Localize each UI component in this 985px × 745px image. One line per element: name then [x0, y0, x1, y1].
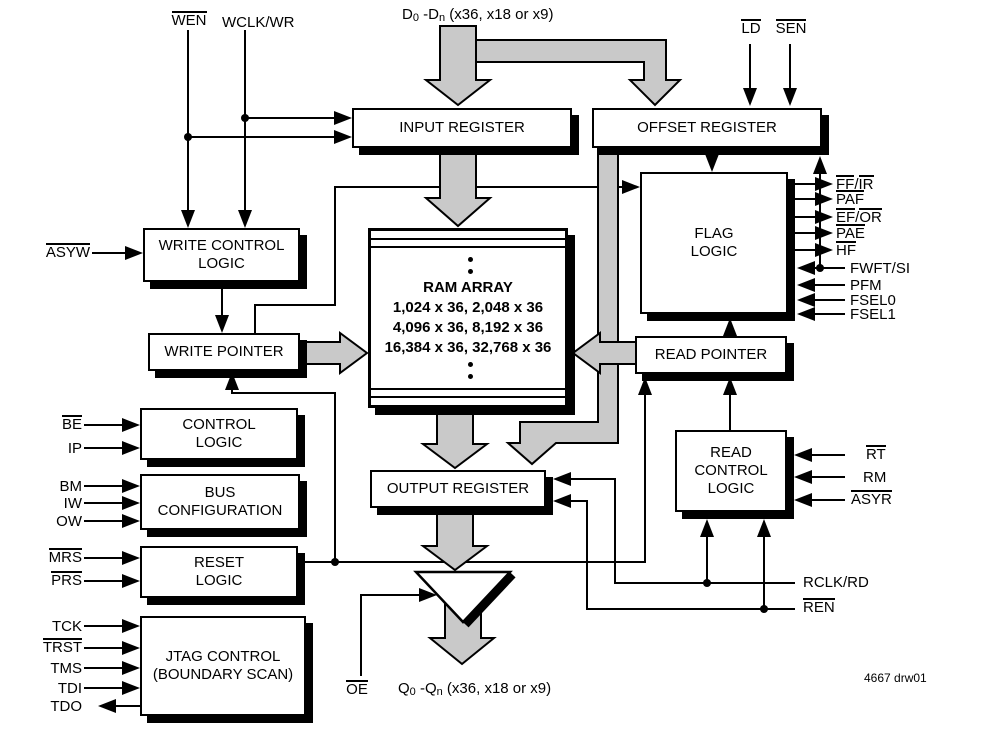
tdo-signal-label: TDO: [50, 698, 82, 715]
output-to-buffer-bus-arrow: [420, 507, 490, 572]
pae-signal-label: PAE: [836, 224, 865, 242]
ow-signal-label: OW: [56, 513, 82, 530]
junction-dots: [184, 114, 824, 613]
tck-signal-label: TCK: [52, 618, 82, 635]
ef-or-signal-label: EF/OR: [836, 208, 882, 226]
fsel0-signal-label: FSEL0: [850, 292, 896, 309]
wen-signal-label: WEN: [171, 11, 207, 29]
data-in-bus-arrow: [423, 25, 493, 107]
sen-signal-label: SEN: [775, 19, 807, 37]
rm-signal-label: RM: [863, 469, 887, 486]
rt-signal-label: RT: [866, 445, 886, 463]
hf-signal-label: HF: [836, 241, 856, 259]
write-pointer-bus-arrow: [299, 331, 369, 375]
read-pointer-bus-arrow: [571, 331, 638, 375]
ram-ellipsis-dot: [468, 374, 473, 379]
paf-signal-label: PAF: [836, 190, 865, 208]
tms-signal-label: TMS: [50, 660, 82, 677]
be-signal-label: BE: [61, 415, 82, 433]
q-bus-label: Q0 -Qn (x36, x18 or x9): [398, 680, 552, 698]
ram-bottom-rule-1: [371, 388, 565, 390]
data-bus-label: D0 -Dn (x36, x18 or x9): [402, 6, 554, 24]
ram-ellipsis-dot: [468, 362, 473, 367]
ip-signal-label: IP: [67, 440, 82, 457]
flag-logic-box: FLAG LOGIC: [640, 172, 788, 314]
ram-array-sizes: 1,024 x 36, 2,048 x 36 4,096 x 36, 8,192…: [384, 299, 552, 356]
write-control-logic-box: WRITE CONTROL LOGIC: [143, 228, 300, 282]
write-pointer-box: WRITE POINTER: [148, 333, 300, 371]
prs-signal-label: PRS: [51, 571, 82, 589]
asyr-signal-label: ASYR: [851, 490, 892, 508]
read-pointer-box: READ POINTER: [635, 336, 787, 374]
control-logic-box: CONTROL LOGIC: [140, 408, 298, 460]
data-in-branch-bus-arrow: [475, 39, 683, 107]
asyw-signal-label: ASYW: [45, 243, 90, 261]
arrowheads: [98, 88, 833, 713]
input-register-box: INPUT REGISTER: [352, 108, 572, 148]
wclk-wr-signal-label: WCLK/WR: [222, 14, 295, 31]
fsel1-signal-label: FSEL1: [850, 306, 896, 323]
reset-logic-box: RESET LOGIC: [140, 546, 298, 598]
ff-ir-signal-label: FF/IR: [836, 175, 874, 193]
oe-signal-label: OE: [346, 680, 368, 698]
output-buffer-triangle: [413, 570, 516, 628]
pfm-signal-label: PFM: [850, 277, 882, 294]
bm-signal-label: BM: [59, 478, 83, 495]
ren-signal-label: REN: [803, 598, 835, 616]
ram-ellipsis-dot: [468, 269, 473, 274]
offset-bus-arrow: [505, 147, 619, 466]
ram-bottom-rule-2: [371, 396, 565, 398]
ram-array-title: RAM ARRAY: [423, 279, 513, 296]
trst-signal-label: TRST: [42, 638, 82, 656]
ram-top-rule-1: [371, 238, 565, 240]
drawing-number: 4667 drw01: [864, 671, 927, 685]
rclk-rd-signal-label: RCLK/RD: [803, 574, 869, 591]
fwft-si-signal-label: FWFT/SI: [850, 260, 910, 277]
ram-ellipsis-dot: [468, 257, 473, 262]
tdi-signal-label: TDI: [57, 680, 82, 697]
bus-configuration-box: BUS CONFIGURATION: [140, 474, 300, 530]
output-register-box: OUTPUT REGISTER: [370, 470, 546, 508]
ram-to-output-bus-arrow: [420, 411, 490, 470]
bus-arrows: [299, 25, 683, 666]
ld-signal-label: LD: [741, 19, 761, 37]
read-control-logic-box: READ CONTROL LOGIC: [675, 430, 787, 512]
ram-top-rule-2: [371, 246, 565, 248]
input-to-ram-bus-arrow: [423, 147, 493, 228]
jtag-control-box: JTAG CONTROL (BOUNDARY SCAN): [140, 616, 306, 716]
ram-array-box: RAM ARRAY 1,024 x 36, 2,048 x 36 4,096 x…: [368, 228, 568, 408]
mrs-signal-label: MRS: [48, 548, 82, 566]
iw-signal-label: IW: [63, 495, 82, 512]
offset-register-box: OFFSET REGISTER: [592, 108, 822, 148]
